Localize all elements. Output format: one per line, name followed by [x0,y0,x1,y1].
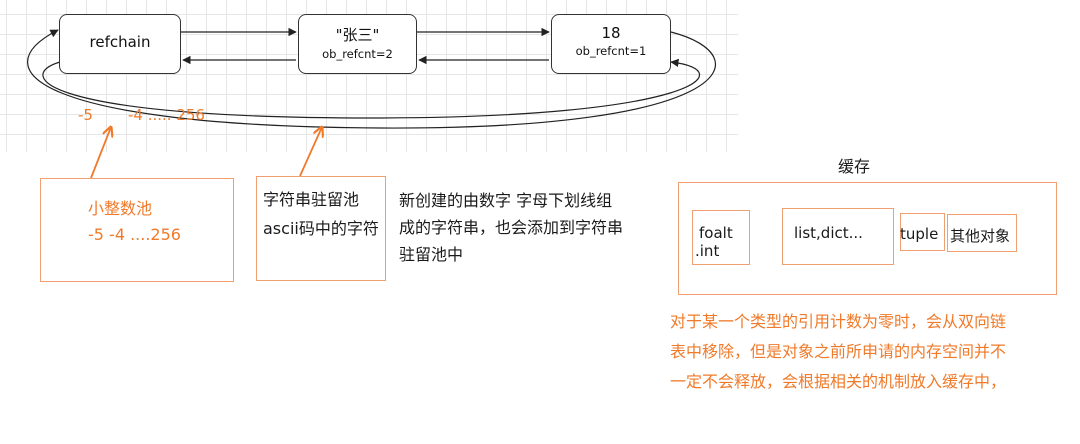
cache-box [678,182,1057,295]
cache-item-tuple-label: tuple [900,225,939,243]
string-intern-note: 新创建的由数字 字母下划线组 成的字符串，也会添加到字符串 驻留池中 [399,187,623,268]
node-18: 18 ob_refcnt=1 [551,14,671,74]
cache-item-float-label: foalt [699,224,733,242]
cache-item-list-dict [782,208,894,265]
string-intern-ascii: ascii码中的字符 [263,219,379,238]
cache-item-tuple [900,213,945,251]
node-zhangsan: "张三" ob_refcnt=2 [298,14,417,74]
string-intern-title: 字符串驻留池 [263,190,360,209]
cache-note-line-3: 一定不会释放，会根据相关的机制放入缓存中， [670,372,1007,391]
node-refchain: refchain [59,14,181,74]
cache-note-line-1: 对于某一个类型的引用计数为零时，会从双向链 [670,312,1007,331]
loop-outer [27,29,716,129]
loop-inner [42,58,701,119]
node-zhangsan-title: "张三" [335,26,380,44]
cache-item-list-dict-label: list,dict... [794,224,863,242]
string-intern-note-line-1: 新创建的由数字 字母下划线组 [399,191,613,210]
node-refchain-title: refchain [89,33,151,51]
string-intern-box [256,176,386,281]
int-range-left: -5 [78,106,93,124]
node-18-refcnt: ob_refcnt=1 [575,44,647,58]
cache-note: 对于某一个类型的引用计数为零时，会从双向链 表中移除，但是对象之前所申请的内存空… [670,307,1006,397]
int-range-right: -4 ..... 256 [128,106,205,124]
node-zhangsan-refcnt: ob_refcnt=2 [322,47,393,61]
cache-item-other-label: 其他对象 [950,227,1011,245]
cache-item-other [947,214,1017,252]
small-int-pool-title: 小整数池 [88,199,153,218]
cache-item-float-int [692,210,750,265]
string-intern-note-line-2: 成的字符串，也会添加到字符串 [399,218,624,237]
small-int-pool-range: -5 -4 ....256 [88,225,181,244]
node-18-title: 18 [601,24,621,42]
small-int-pool-box [40,178,234,282]
pointer-small-int [90,127,111,179]
cache-title: 缓存 [838,157,871,176]
cache-item-int-label: .int [695,242,720,260]
pointer-string-intern [299,127,322,177]
string-intern-note-line-3: 驻留池中 [399,245,464,264]
cache-note-line-2: 表中移除，但是对象之前所申请的内存空间并不 [670,342,1007,361]
